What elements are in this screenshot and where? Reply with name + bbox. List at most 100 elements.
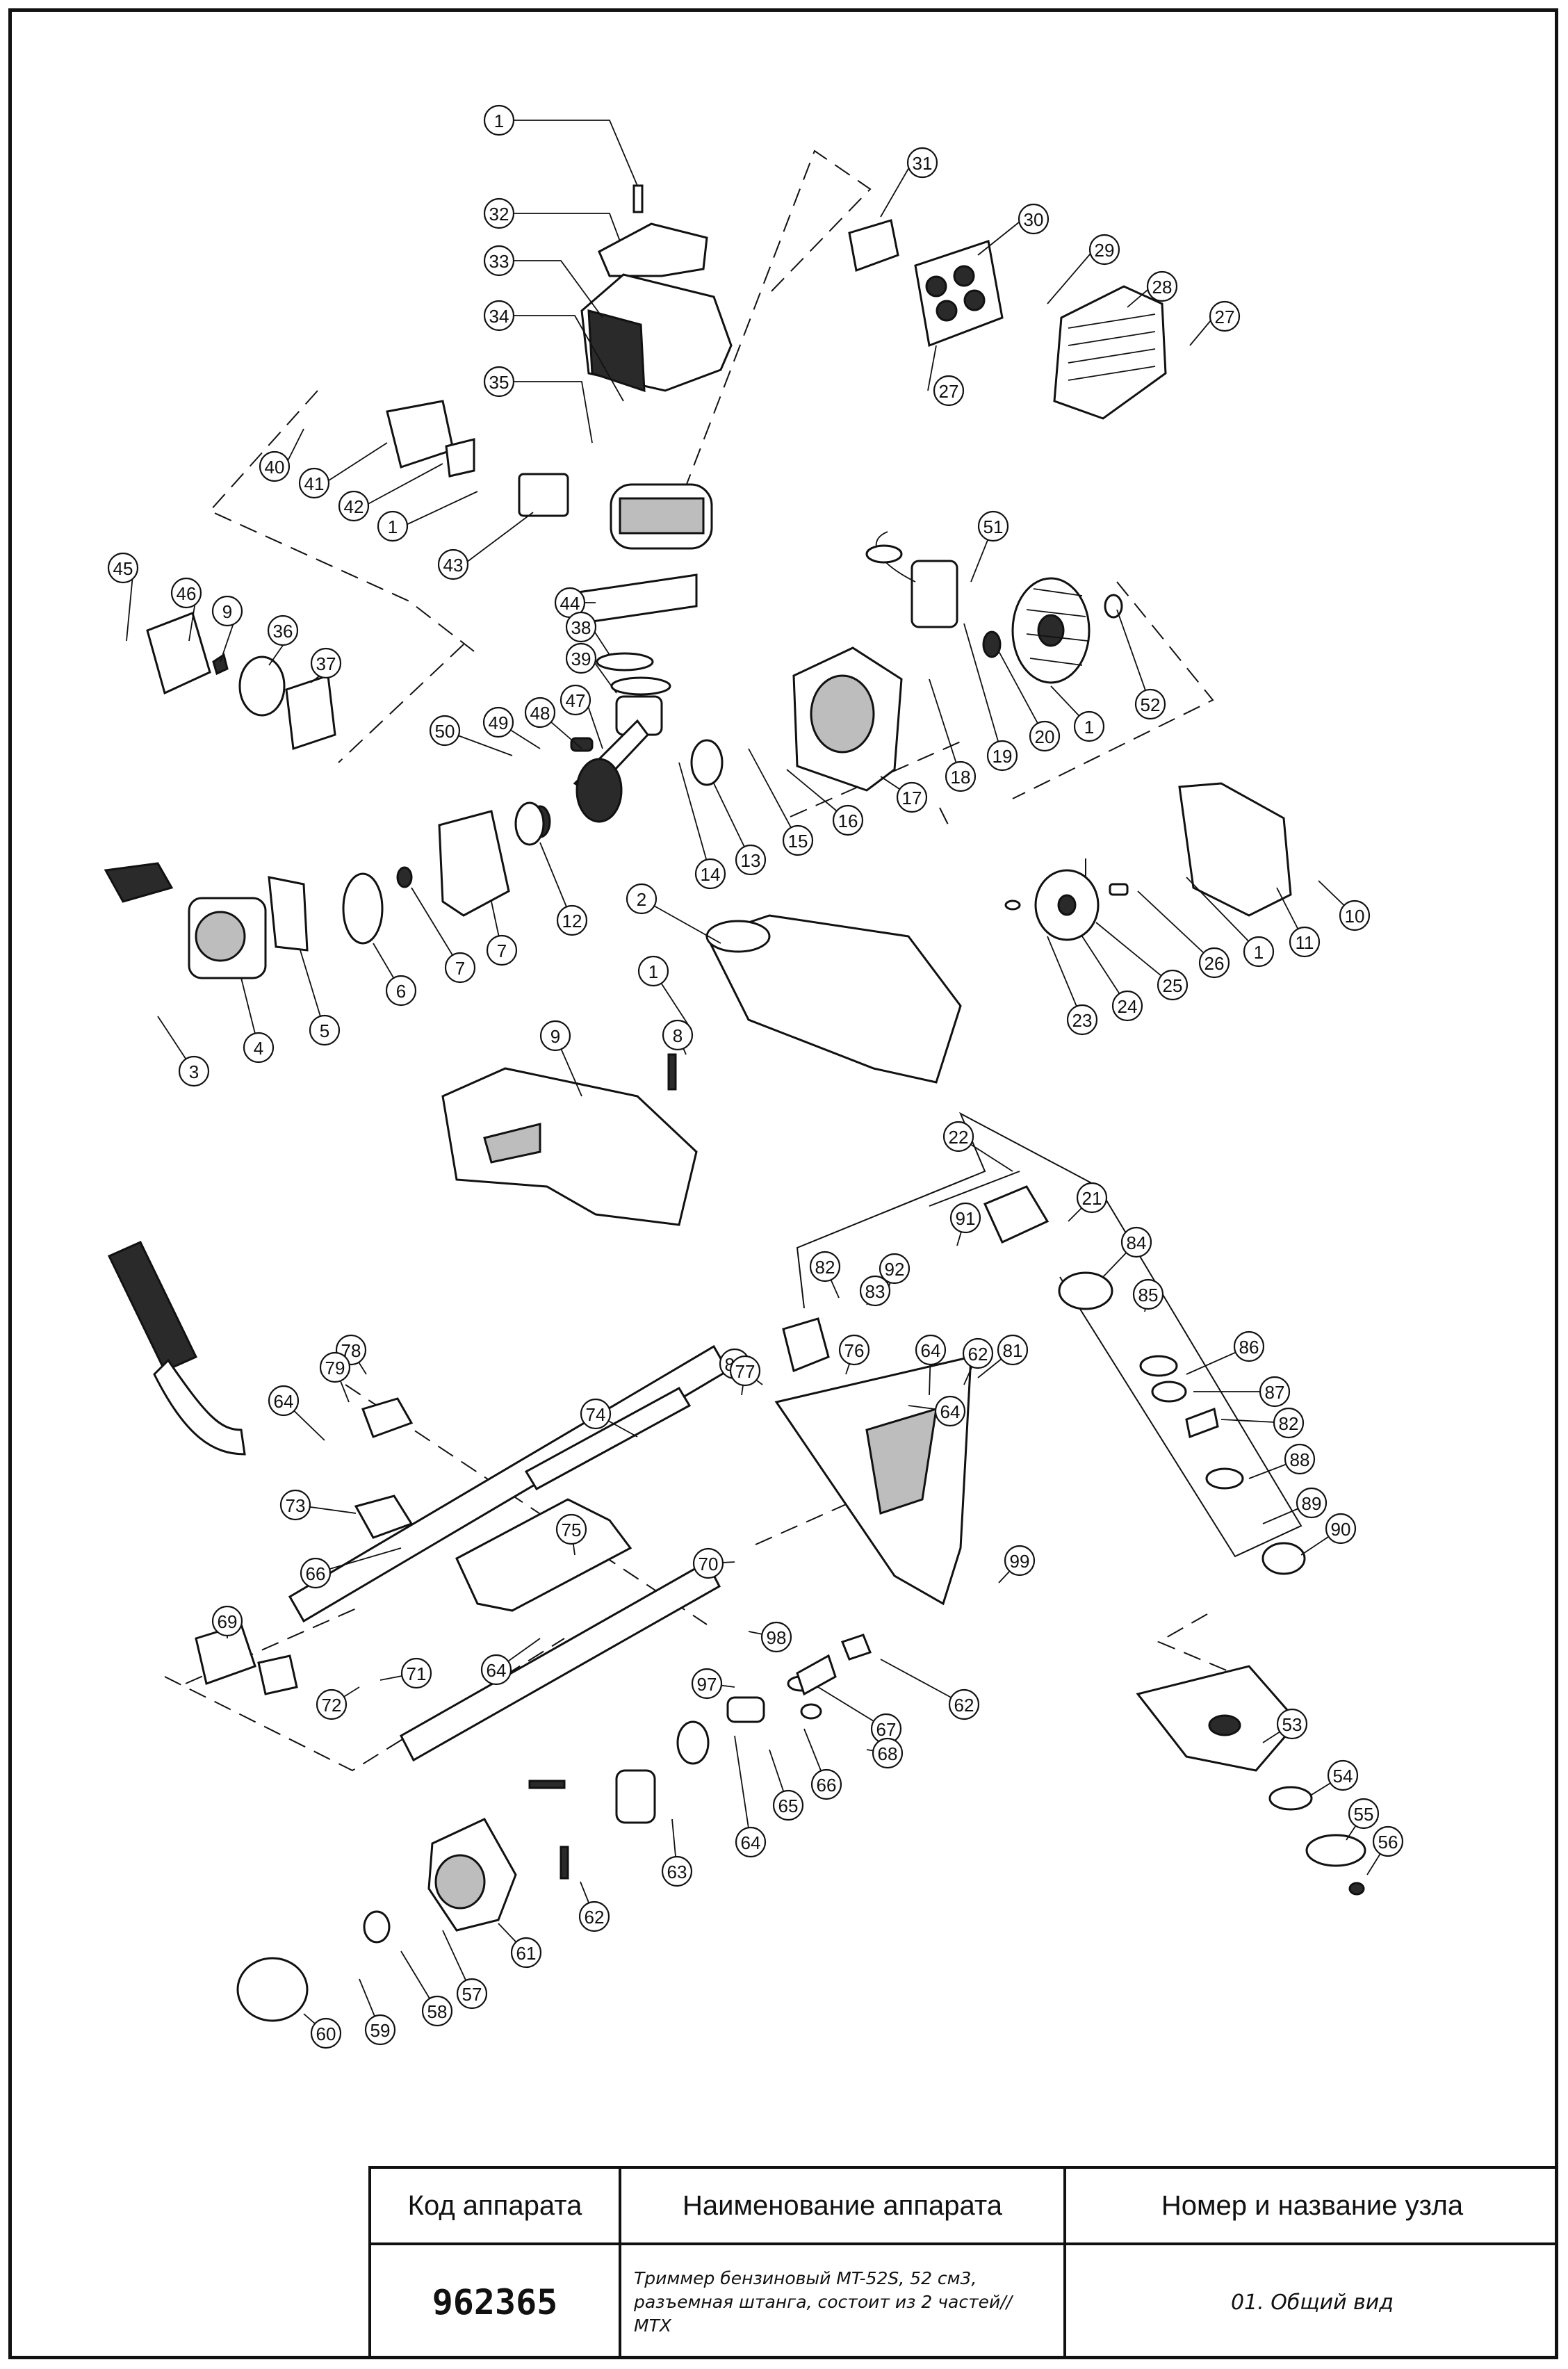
callout-number: 66 xyxy=(306,1563,326,1584)
callout-number: 58 xyxy=(427,2001,448,2022)
callout-40: 40 xyxy=(259,450,291,482)
callout-54: 54 xyxy=(1327,1759,1359,1791)
callout-30: 30 xyxy=(1018,203,1050,235)
callout-number: 10 xyxy=(1345,906,1365,927)
callout-number: 28 xyxy=(1152,277,1173,298)
callout-number: 83 xyxy=(865,1281,885,1302)
callout-35: 35 xyxy=(483,366,515,398)
callout-number: 7 xyxy=(497,941,507,961)
callout-76: 76 xyxy=(838,1334,870,1366)
callout-21: 21 xyxy=(1076,1182,1108,1214)
callout-number: 32 xyxy=(489,204,509,225)
callout-number: 68 xyxy=(878,1743,898,1764)
callout-58: 58 xyxy=(421,1995,453,2027)
callout-number: 8 xyxy=(673,1025,683,1046)
callout-number: 24 xyxy=(1118,996,1138,1017)
callout-86: 86 xyxy=(1233,1330,1265,1362)
callout-90: 90 xyxy=(1325,1513,1357,1545)
callout-38: 38 xyxy=(565,611,597,643)
callout-25: 25 xyxy=(1157,969,1189,1001)
callout-number: 16 xyxy=(838,811,858,831)
callout-1: 1 xyxy=(1243,936,1275,968)
engine-top-parts xyxy=(386,184,733,625)
tank-frame-parts xyxy=(441,914,962,1226)
callout-77: 77 xyxy=(729,1355,761,1387)
callout-number: 59 xyxy=(370,2020,391,2041)
callout-number: 82 xyxy=(1279,1413,1299,1434)
callout-55: 55 xyxy=(1348,1798,1380,1830)
callout-number: 97 xyxy=(697,1674,717,1695)
callout-3: 3 xyxy=(178,1055,210,1087)
callout-59: 59 xyxy=(364,2014,396,2046)
callout-14: 14 xyxy=(694,858,726,890)
callout-5: 5 xyxy=(309,1014,341,1046)
callout-number: 35 xyxy=(489,372,509,393)
callout-number: 72 xyxy=(322,1695,342,1716)
callout-number: 75 xyxy=(562,1520,582,1540)
callout-number: 1 xyxy=(494,111,504,131)
callout-number: 41 xyxy=(304,473,325,494)
callout-number: 62 xyxy=(968,1344,988,1365)
callout-number: 39 xyxy=(571,649,591,669)
callout-1: 1 xyxy=(483,104,515,136)
callout-75: 75 xyxy=(555,1513,587,1545)
callout-number: 86 xyxy=(1239,1337,1259,1358)
callout-23: 23 xyxy=(1066,1004,1098,1036)
callout-number: 90 xyxy=(1331,1519,1351,1540)
callout-66: 66 xyxy=(810,1768,842,1800)
callout-11: 11 xyxy=(1289,926,1321,958)
callout-number: 62 xyxy=(585,1907,605,1928)
callout-number: 85 xyxy=(1138,1285,1159,1305)
callout-89: 89 xyxy=(1296,1487,1328,1519)
callout-29: 29 xyxy=(1088,234,1120,266)
callout-57: 57 xyxy=(456,1978,488,2010)
callout-31: 31 xyxy=(906,147,938,179)
callout-number: 42 xyxy=(344,496,364,517)
callout-bubbles: 1323334353130292827274041421434445469363… xyxy=(107,104,1404,2049)
callout-98: 98 xyxy=(760,1621,792,1653)
callout-83: 83 xyxy=(859,1275,891,1307)
callout-number: 36 xyxy=(273,621,293,642)
callout-92: 92 xyxy=(879,1253,910,1285)
callout-number: 30 xyxy=(1024,209,1044,230)
callout-16: 16 xyxy=(832,804,864,836)
callout-number: 51 xyxy=(983,516,1004,537)
crank-piston-parts xyxy=(514,652,724,846)
callout-62: 62 xyxy=(948,1688,980,1720)
crankcase-flywheel-parts xyxy=(792,531,1123,792)
unit-header: Номер и название узла xyxy=(1066,2169,1558,2245)
callout-number: 56 xyxy=(1378,1832,1398,1853)
callout-number: 5 xyxy=(320,1020,329,1041)
callout-4: 4 xyxy=(243,1032,275,1064)
callout-71: 71 xyxy=(400,1657,432,1689)
callout-34: 34 xyxy=(483,300,515,332)
callout-number: 3 xyxy=(189,1061,199,1082)
callout-number: 1 xyxy=(648,961,658,982)
callout-43: 43 xyxy=(437,548,469,580)
callout-64: 64 xyxy=(268,1385,300,1417)
callout-27: 27 xyxy=(1209,300,1241,332)
callout-6: 6 xyxy=(385,975,417,1007)
callout-9: 9 xyxy=(211,595,243,627)
callout-24: 24 xyxy=(1111,990,1143,1022)
callout-64: 64 xyxy=(915,1334,947,1366)
callout-number: 12 xyxy=(562,911,582,931)
callout-number: 65 xyxy=(778,1796,799,1816)
callout-number: 1 xyxy=(1084,717,1094,738)
callout-32: 32 xyxy=(483,197,515,229)
callout-number: 4 xyxy=(254,1038,263,1059)
callout-number: 2 xyxy=(637,889,646,910)
callout-number: 61 xyxy=(516,1943,537,1964)
exploded-parts-diagram: 1323334353130292827274041421434445469363… xyxy=(104,104,1404,2049)
callout-19: 19 xyxy=(986,740,1018,772)
callout-number: 33 xyxy=(489,251,509,272)
callout-64: 64 xyxy=(735,1826,767,1858)
callout-22: 22 xyxy=(942,1121,974,1153)
callout-number: 66 xyxy=(817,1775,837,1796)
clutch-drum-parts xyxy=(236,1634,872,2022)
callout-number: 22 xyxy=(949,1127,969,1148)
callout-number: 38 xyxy=(571,617,591,638)
callout-number: 84 xyxy=(1127,1232,1147,1253)
callout-number: 57 xyxy=(462,1984,482,2005)
callout-number: 27 xyxy=(1215,307,1235,327)
